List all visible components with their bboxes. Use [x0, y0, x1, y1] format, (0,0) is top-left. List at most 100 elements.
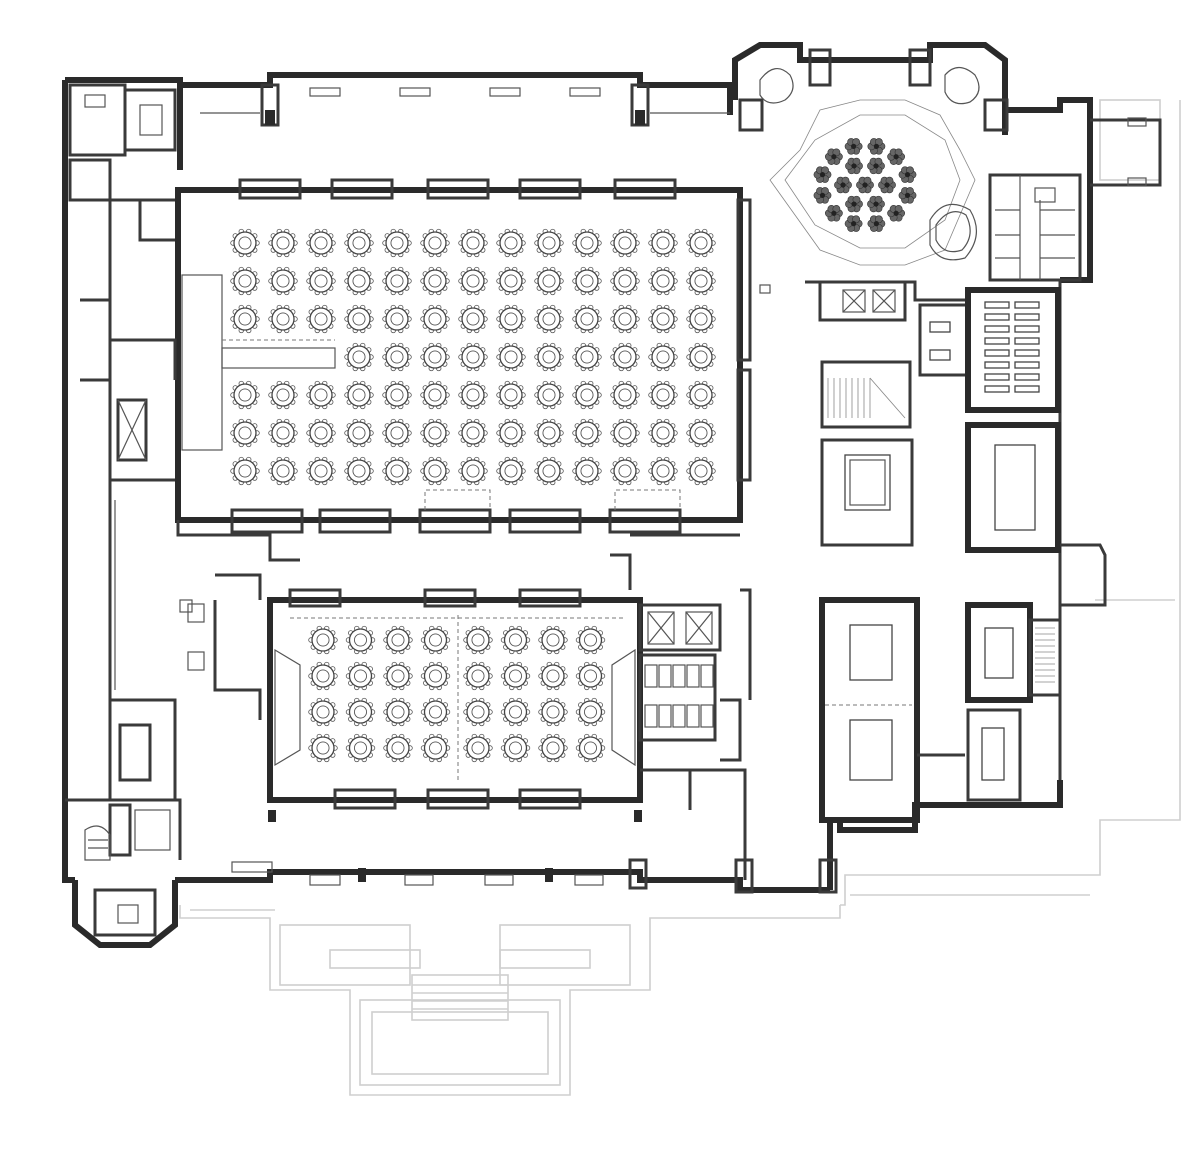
round-table	[308, 661, 338, 691]
round-table	[345, 733, 376, 763]
service-core	[638, 588, 752, 880]
entrance-terrace	[179, 99, 1181, 1096]
round-table	[534, 418, 564, 448]
round-table	[458, 342, 488, 372]
mosaic-flower	[845, 157, 863, 175]
round-table	[420, 733, 451, 763]
round-table	[230, 380, 260, 410]
north-facade-bays	[68, 83, 730, 202]
round-table	[686, 418, 716, 448]
desk	[984, 361, 1010, 369]
round-table	[420, 380, 450, 410]
stall	[658, 664, 672, 688]
round-table	[572, 304, 602, 334]
round-table	[458, 380, 488, 410]
round-table	[382, 304, 412, 334]
round-table	[538, 625, 568, 655]
round-table	[458, 228, 488, 258]
round-table	[575, 625, 606, 655]
mosaic-flower	[867, 157, 885, 175]
stall	[686, 664, 700, 688]
round-table	[500, 625, 531, 655]
round-table	[383, 733, 413, 763]
round-table	[496, 380, 526, 410]
round-table	[382, 342, 412, 372]
desk	[1014, 313, 1040, 321]
mosaic-flower	[887, 148, 906, 165]
stall	[644, 704, 658, 728]
round-table	[648, 342, 678, 372]
desk	[1014, 373, 1040, 381]
round-table	[345, 697, 376, 727]
restroom-stalls	[644, 664, 714, 728]
mosaic-flower	[834, 176, 852, 194]
south-facade	[231, 858, 838, 894]
desk	[984, 325, 1010, 333]
round-table	[572, 456, 602, 486]
desk	[1014, 325, 1040, 333]
desk	[984, 385, 1010, 393]
round-table	[306, 380, 336, 410]
round-table	[458, 418, 488, 448]
round-table	[686, 380, 716, 410]
round-table	[686, 342, 716, 372]
round-table	[420, 418, 450, 448]
round-table	[534, 266, 564, 296]
mosaic-flower	[867, 215, 886, 232]
round-table	[420, 342, 450, 372]
round-table	[308, 733, 338, 763]
round-table	[230, 266, 260, 296]
east-stair	[827, 377, 906, 419]
round-table	[344, 418, 374, 448]
round-table	[383, 697, 413, 727]
round-table	[496, 228, 526, 258]
round-table	[230, 418, 260, 448]
round-table	[648, 418, 678, 448]
round-table	[458, 266, 488, 296]
round-table	[344, 228, 374, 258]
round-table	[382, 456, 412, 486]
round-table	[496, 304, 526, 334]
mosaic-flower	[813, 187, 832, 204]
mosaic-flower	[878, 176, 896, 194]
round-table	[382, 266, 412, 296]
round-table	[648, 456, 678, 486]
round-table	[648, 228, 678, 258]
round-table	[306, 266, 336, 296]
prefunction-corridor	[65, 198, 740, 937]
round-table	[382, 418, 412, 448]
round-table	[610, 380, 640, 410]
round-table	[686, 304, 716, 334]
desk	[984, 373, 1010, 381]
desk	[1014, 349, 1040, 357]
round-table	[344, 456, 374, 486]
stall	[672, 664, 686, 688]
round-table	[306, 228, 336, 258]
round-table	[496, 342, 526, 372]
round-table	[268, 266, 298, 296]
mosaic-flower	[845, 195, 863, 213]
round-table	[534, 380, 564, 410]
round-table	[268, 304, 298, 334]
mosaic-flower	[898, 187, 917, 204]
round-table	[572, 380, 602, 410]
round-table	[344, 304, 374, 334]
mosaic-flower	[844, 138, 863, 155]
round-table	[268, 456, 298, 486]
round-table	[344, 380, 374, 410]
round-table	[538, 661, 568, 691]
desk	[984, 349, 1010, 357]
round-table	[382, 228, 412, 258]
round-table	[534, 228, 564, 258]
round-table	[420, 697, 451, 727]
round-table	[345, 625, 376, 655]
junior-ballroom	[267, 588, 643, 822]
round-table	[496, 266, 526, 296]
east-stair-2	[1035, 627, 1055, 683]
round-table	[420, 266, 450, 296]
lobby-mosaic-flowers	[813, 138, 917, 232]
round-table	[572, 266, 602, 296]
round-table	[686, 266, 716, 296]
stall	[700, 704, 714, 728]
